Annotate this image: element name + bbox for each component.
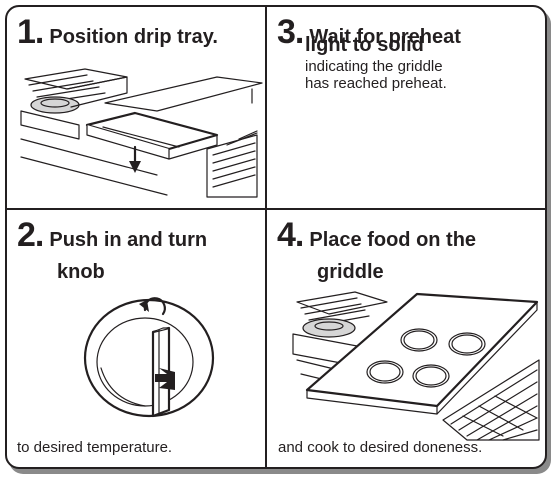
step-3-subtitle-line1: indicating the griddle (305, 58, 443, 75)
step-2-dot: . (34, 216, 45, 254)
knob-illustration (83, 297, 215, 418)
step-2-heading: 2. Push in and turn (17, 218, 207, 252)
step-4-number: 4 (277, 216, 296, 254)
step-1-panel: 1. Position drip tray. (7, 7, 265, 208)
divider-vertical (265, 7, 267, 467)
step-1-heading: 1. Position drip tray. (17, 15, 218, 49)
step-1-title: Position drip tray. (49, 26, 218, 48)
step-3-subtitle-line2: has reached preheat. (305, 75, 447, 92)
step-3-dot: . (294, 13, 305, 51)
step-1-dot: . (34, 13, 45, 51)
push-arrow-icon (155, 368, 175, 390)
step-2-panel: 2. Push in and turn knob to desired temp… (7, 210, 265, 467)
drip-tray-illustration (20, 68, 263, 198)
step-4-heading: 4. Place food on the (277, 218, 476, 252)
step-3-title: Wait for preheat (309, 26, 461, 48)
step-4-dot: . (294, 216, 305, 254)
step-4-panel: 4. Place food on the griddle (267, 210, 545, 467)
step-4-caption: and cook to desired doneness. (278, 439, 483, 456)
step-2-title-line2: knob (57, 261, 105, 283)
step-1-number: 1 (17, 13, 36, 51)
step-3-number: 3 (277, 13, 296, 51)
step-4-title: Place food on the (309, 229, 477, 251)
divider-horizontal (7, 208, 545, 210)
step-3-panel: 3. Wait for preheat light to solid indic… (267, 7, 545, 208)
griddle-illustration (292, 291, 540, 441)
step-3-heading: 3. Wait for preheat (277, 15, 461, 49)
step-3-title-line2: light to solid (305, 34, 424, 56)
step-2-caption: to desired temperature. (17, 439, 173, 456)
step-2-number: 2 (17, 216, 36, 254)
step-4-title-line2: griddle (317, 261, 384, 283)
step-2-title: Push in and turn (49, 229, 208, 251)
rotate-arrow-icon (139, 297, 166, 316)
instruction-card: 1. Position drip tray. (5, 5, 547, 469)
